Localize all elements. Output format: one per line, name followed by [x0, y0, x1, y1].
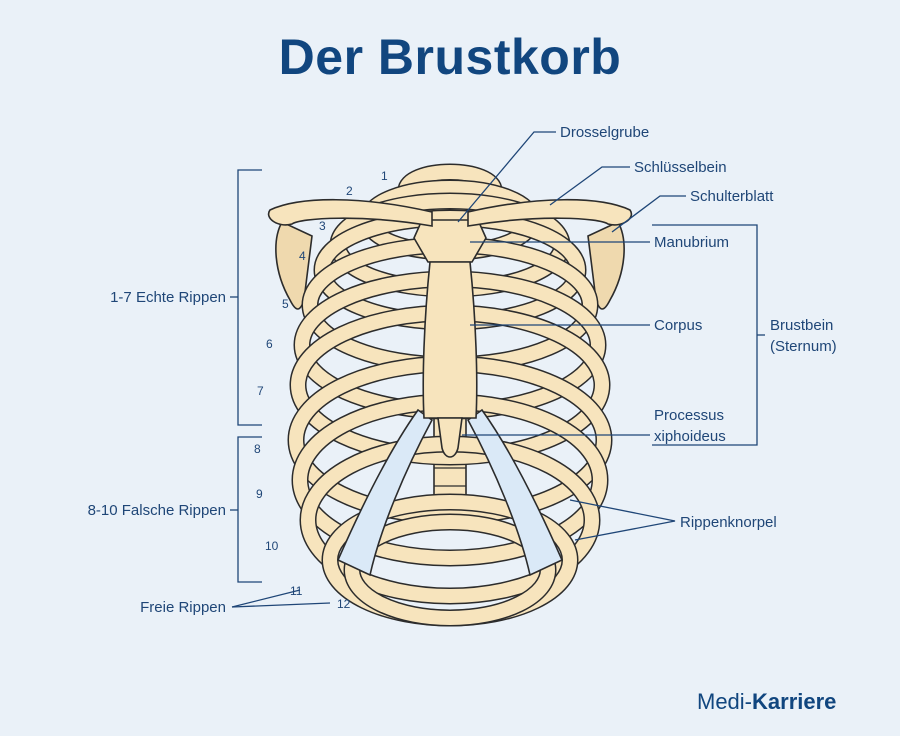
costal-cartilage — [336, 408, 564, 577]
rib-5-right-fill — [450, 238, 597, 372]
label-rippenknorpel: Rippenknorpel — [680, 514, 777, 531]
label-xiphoideus: xiphoideus — [654, 428, 726, 445]
cartilage-left — [336, 408, 434, 577]
rib-6-left-fill — [295, 272, 450, 418]
rib-number-11: 11 — [290, 584, 303, 598]
rib-number-2: 2 — [346, 184, 353, 198]
rib-number-3: 3 — [319, 219, 326, 233]
label-brustbein: Brustbein — [770, 317, 833, 334]
label-schluesselbein: Schlüsselbein — [634, 159, 727, 176]
labels: Drosselgrube Schlüsselbein Schulterblatt… — [88, 124, 837, 616]
ribs-right — [450, 163, 613, 627]
label-echte-rippen: 1-7 Echte Rippen — [110, 289, 226, 306]
label-manubrium: Manubrium — [654, 234, 729, 251]
rib-number-4: 4 — [299, 249, 306, 263]
clavicles — [267, 198, 633, 227]
rib-number-5: 5 — [282, 297, 289, 311]
rib-5-left-fill — [303, 238, 450, 372]
rib-8-right-fill — [450, 357, 611, 523]
rib-number-12: 12 — [337, 597, 351, 611]
rib-6-right-fill — [450, 272, 605, 418]
cartilage-right — [466, 408, 564, 577]
label-schulterblatt: Schulterblatt — [690, 188, 774, 205]
rib-12-left-fill — [345, 515, 450, 625]
ribs-left — [287, 163, 450, 627]
rib-10-right-fill — [450, 437, 599, 603]
rib-7-right-fill — [450, 306, 609, 464]
rib-number-6: 6 — [266, 337, 273, 351]
brand-logo: Medi-Karriere — [697, 689, 836, 715]
clavicle-right — [467, 198, 633, 227]
rib-number-9: 9 — [256, 487, 263, 501]
rib-7-left-fill — [291, 306, 450, 464]
sternum-corpus — [422, 261, 478, 419]
rib-9-left-fill — [293, 395, 450, 565]
label-freie-rippen: Freie Rippen — [140, 599, 226, 616]
clavicle-left — [267, 198, 433, 227]
rib-number-7: 7 — [257, 384, 264, 398]
label-processus: Processus — [654, 407, 724, 424]
sternum — [413, 219, 487, 458]
rib-12-right-fill — [450, 515, 555, 625]
manubrium — [413, 219, 487, 263]
rib-number-1: 1 — [381, 169, 388, 183]
xiphoid-process — [437, 417, 463, 458]
leader-lines — [230, 131, 765, 608]
label-falsche-rippen: 8-10 Falsche Rippen — [88, 502, 226, 519]
brand-part-2: Karriere — [752, 689, 837, 714]
rib-8-left-fill — [289, 357, 450, 523]
rib-11-right-fill — [450, 495, 577, 625]
rib-number-10: 10 — [265, 539, 279, 553]
page-title: Der Brustkorb — [278, 29, 622, 85]
rib-numbers: 1 2 3 4 5 6 7 8 9 10 11 12 — [254, 169, 388, 611]
rib-11-left-fill — [323, 495, 450, 625]
label-sternum: (Sternum) — [770, 338, 837, 355]
rib-10-left-fill — [301, 437, 450, 603]
rib-number-8: 8 — [254, 442, 261, 456]
label-corpus: Corpus — [654, 317, 702, 334]
rib-9-right-fill — [450, 395, 607, 565]
brand-part-1: Medi- — [697, 689, 753, 714]
label-drosselgrube: Drosselgrube — [560, 124, 649, 141]
